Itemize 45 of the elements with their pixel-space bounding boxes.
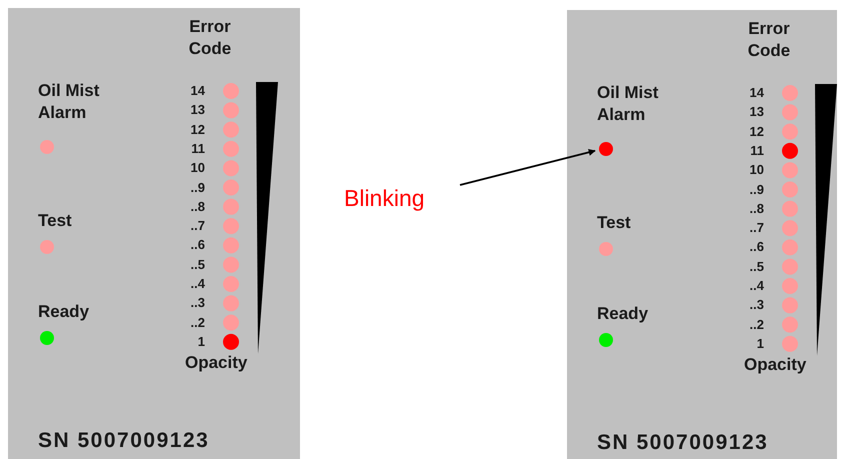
panel-label: Test — [597, 212, 631, 234]
error-code-number: ..2 — [190, 314, 205, 332]
error-code-number: 11 — [749, 142, 764, 160]
arrow — [460, 148, 596, 186]
error-code-number: ..6 — [190, 237, 205, 254]
error-code-number: 1 — [756, 336, 764, 353]
serial-number: SN 5007009123 — [38, 428, 210, 454]
error-code-number: ..8 — [190, 198, 205, 216]
indicator-panel — [8, 8, 300, 459]
panel-label: Ready — [38, 301, 90, 323]
error-code-number: 10 — [190, 160, 205, 178]
error-code-number: 13 — [748, 104, 764, 122]
error-code-number: 13 — [190, 102, 205, 120]
error-code-number: ..9 — [190, 180, 205, 196]
error-code-number: 12 — [748, 124, 764, 140]
error-code-number: 11 — [190, 140, 205, 158]
panel-label: Ready — [597, 303, 648, 325]
panel-label: Error Code — [746, 18, 792, 62]
error-code-number: ..4 — [748, 278, 764, 295]
error-code-number: ..2 — [748, 316, 764, 334]
annotation-text: Blinking — [344, 185, 425, 212]
error-code-number: 10 — [748, 162, 764, 180]
serial-number: SN 5007009123 — [597, 430, 768, 456]
error-code-number: ..9 — [748, 182, 764, 198]
indicator-panel — [567, 10, 837, 459]
error-code-number: ..7 — [190, 218, 205, 235]
error-code-number: 14 — [748, 85, 764, 102]
error-code-number: 12 — [190, 122, 205, 138]
error-code-number: ..5 — [748, 258, 764, 276]
error-code-number: ..3 — [190, 295, 205, 312]
error-code-number: ..5 — [190, 256, 205, 274]
panel-label: Oil Mist Alarm — [38, 80, 100, 124]
error-code-number: 1 — [196, 334, 205, 351]
panel-label: Opacity — [744, 354, 806, 376]
error-code-number: 14 — [190, 83, 205, 100]
error-code-number: ..7 — [748, 220, 764, 237]
error-code-number: ..6 — [748, 239, 764, 256]
error-code-number: ..3 — [748, 297, 764, 314]
panel-label: Opacity — [185, 352, 248, 374]
error-code-number: ..8 — [748, 200, 764, 218]
panel-label: Oil Mist Alarm — [597, 82, 660, 126]
panel-label: Test — [38, 210, 72, 232]
indicator-light — [599, 142, 613, 156]
error-code-number: ..4 — [190, 276, 205, 293]
panel-label: Error Code — [188, 16, 232, 60]
